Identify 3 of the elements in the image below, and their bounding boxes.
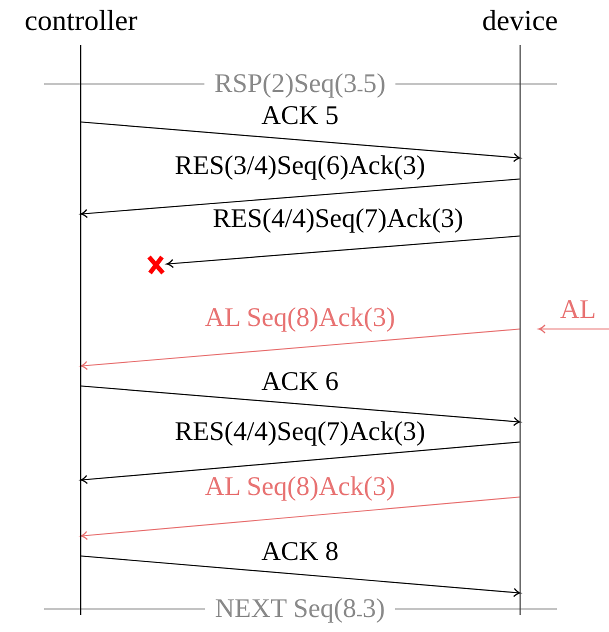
participant-label: controller	[24, 6, 138, 38]
lost-message-mark	[145, 254, 167, 276]
participant-label: device	[482, 6, 558, 38]
